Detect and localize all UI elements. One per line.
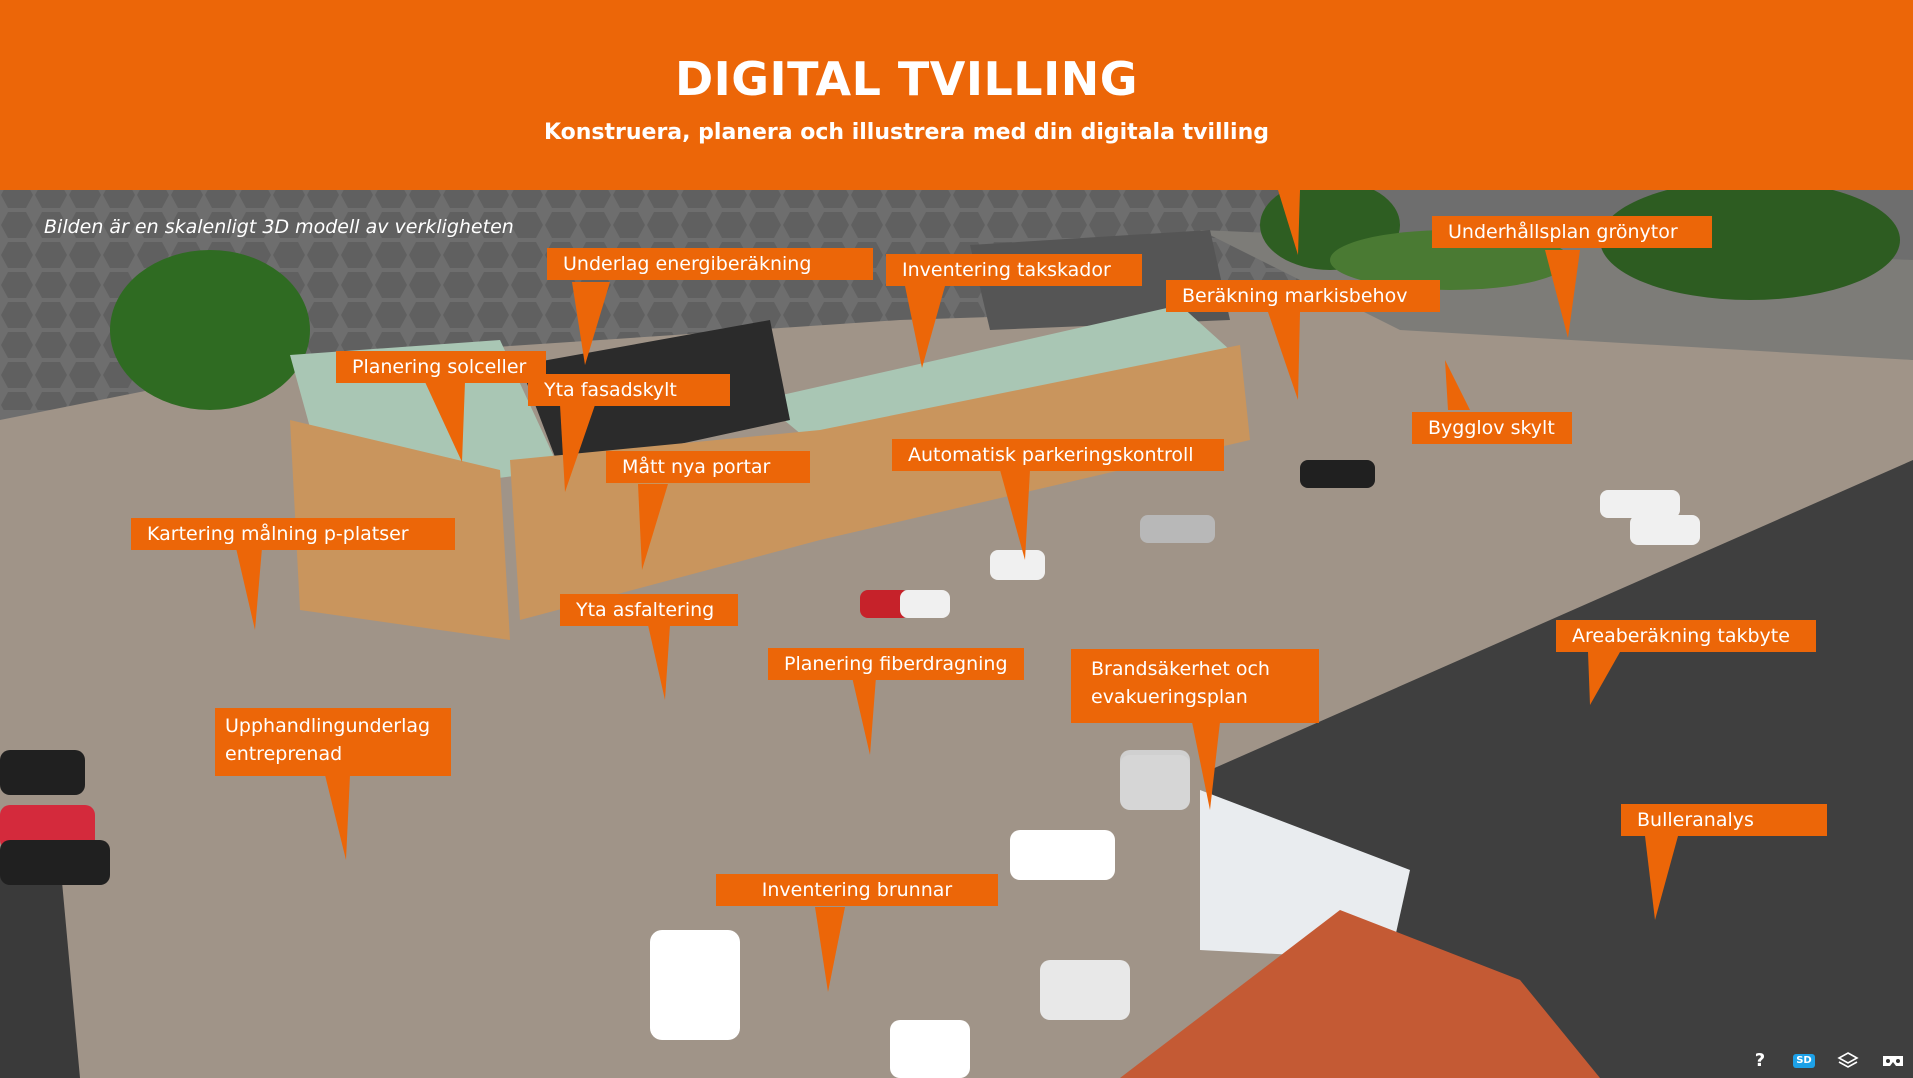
page-title: DIGITAL TVILLING	[675, 52, 1138, 106]
pointer	[1268, 312, 1300, 400]
quality-badge-icon[interactable]: SD	[1793, 1054, 1815, 1068]
callout-underhallsplan-gronytor[interactable]: Underhållsplan grönytor	[1432, 216, 1712, 248]
callout-planering-solceller[interactable]: Planering solceller	[336, 351, 546, 383]
layers-icon[interactable]	[1837, 1050, 1859, 1072]
pointer	[905, 286, 945, 368]
pointer	[1278, 190, 1300, 255]
pointer	[236, 548, 262, 630]
help-icon[interactable]: ?	[1754, 1050, 1766, 1071]
pointer	[815, 907, 845, 992]
pointer	[572, 282, 610, 365]
callout-matt-nya-portar[interactable]: Mått nya portar	[606, 451, 810, 483]
callout-yta-asfaltering[interactable]: Yta asfaltering	[560, 594, 738, 626]
pointer	[1000, 470, 1030, 560]
pointer	[560, 405, 595, 492]
callout-upphandlingunderlag-entreprenad[interactable]: Upphandlingunderlag entreprenad	[215, 708, 451, 776]
pointer	[1192, 722, 1220, 810]
viewer-toolbar: ? SD	[1749, 1050, 1903, 1072]
pointer	[1545, 250, 1580, 338]
scale-model-caption: Bilden är en skalenligt 3D modell av ver…	[44, 216, 514, 238]
pointer	[425, 382, 465, 462]
vr-headset-icon[interactable]	[1881, 1050, 1903, 1072]
pointer	[325, 775, 350, 860]
callout-yta-fasadskylt[interactable]: Yta fasadskylt	[528, 374, 730, 406]
callout-inventering-takskador[interactable]: Inventering takskador	[886, 254, 1142, 286]
pointer	[1445, 360, 1470, 410]
callout-areaberakning-takbyte[interactable]: Areaberäkning takbyte	[1556, 620, 1816, 652]
callout-automatisk-parkeringskontroll[interactable]: Automatisk parkeringskontroll	[892, 439, 1224, 471]
callout-brandsakerhet-evakueringsplan[interactable]: Brandsäkerhet och evakueringsplan	[1071, 649, 1319, 723]
pointer	[638, 484, 668, 570]
callout-inventering-brunnar[interactable]: Inventering brunnar	[716, 874, 998, 906]
pointer	[1588, 652, 1620, 705]
callout-planering-fiberdragning[interactable]: Planering fiberdragning	[768, 648, 1024, 680]
callout-bygglov-skylt[interactable]: Bygglov skylt	[1412, 412, 1572, 444]
pointer	[852, 677, 876, 755]
callout-bulleranalys[interactable]: Bulleranalys	[1621, 804, 1827, 836]
callout-berakning-markisbehov[interactable]: Beräkning markisbehov	[1166, 280, 1440, 312]
callout-underlag-energiberakning[interactable]: Underlag energiberäkning	[547, 248, 873, 280]
pointer	[648, 625, 670, 700]
pointer	[1645, 836, 1678, 920]
header-banner: DIGITAL TVILLING Konstruera, planera och…	[0, 0, 1913, 190]
page-subtitle: Konstruera, planera och illustrera med d…	[543, 120, 1270, 145]
callout-kartering-malning-p-platser[interactable]: Kartering målning p-platser	[131, 518, 455, 550]
